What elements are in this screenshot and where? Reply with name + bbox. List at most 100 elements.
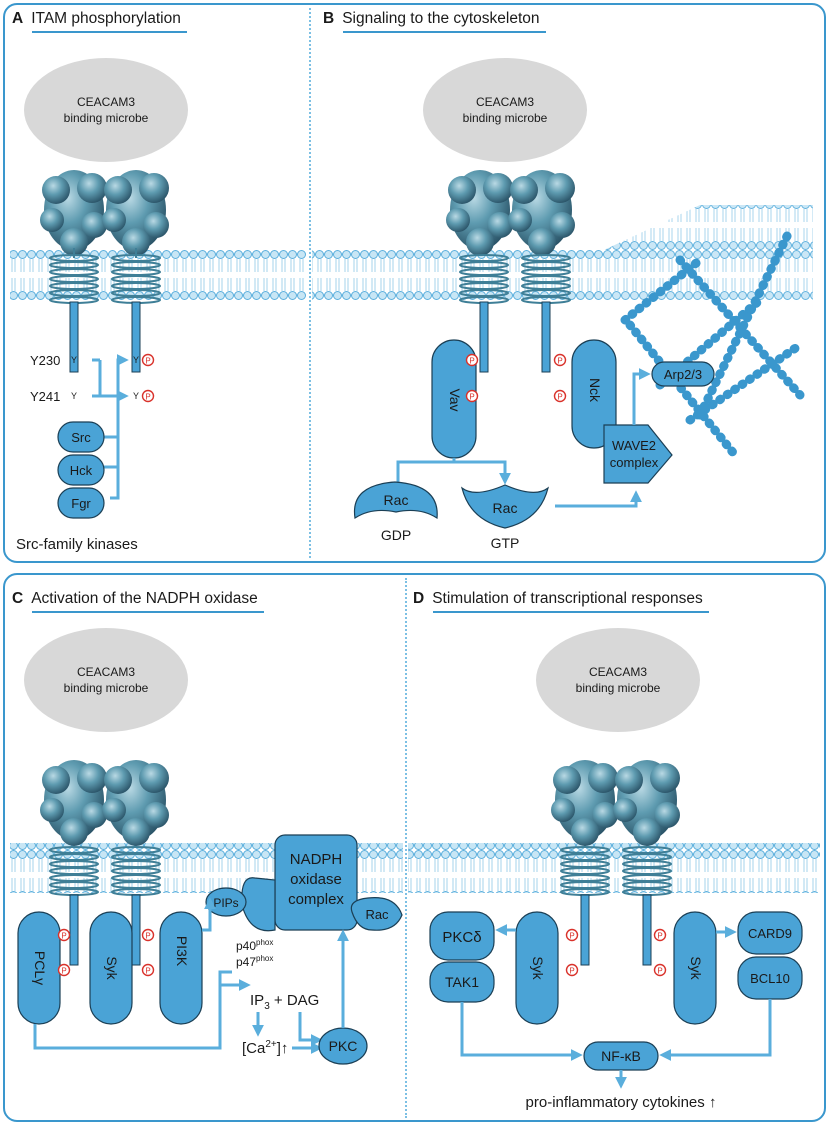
phospho-b-2-label: P [469, 393, 474, 402]
vav-rac-arrow [396, 460, 511, 485]
nfkb-label: NF-κB [601, 1048, 641, 1064]
wave2-label-2: complex [610, 455, 659, 470]
hck-kinase [57, 454, 105, 486]
wave2-complex [603, 424, 673, 484]
hck-label: Hck [70, 463, 93, 478]
fgr-kinase [57, 487, 105, 519]
phospho-b-1-label: P [469, 357, 474, 366]
itam-tail-c-1 [69, 894, 79, 966]
microbe-b-label-2: binding microbe [463, 111, 548, 125]
pkcd-label: PKCδ [442, 929, 481, 946]
gdp-label: GDP [381, 527, 411, 543]
phospho-a-1-label: P [145, 357, 150, 366]
microbe-c-label-1: CEACAM3 [77, 665, 135, 679]
calcium-label: [Ca2+]↑ [242, 1039, 288, 1057]
nck-protein [571, 339, 617, 449]
phospho-d-4-label: P [657, 967, 662, 976]
cytokines-label: pro-inflammatory cytokines ↑ [526, 1094, 717, 1111]
plcg-label: PCLγ [32, 951, 48, 985]
phospho-a-1 [141, 353, 155, 367]
panel-divider-bottom [405, 578, 407, 1118]
syk-c-protein [89, 911, 133, 1025]
card9-label: CARD9 [748, 926, 792, 941]
itam-tail-d-2 [642, 894, 652, 966]
rac-to-wave-arrow [555, 490, 642, 508]
arp23-label: Arp2/3 [664, 367, 702, 382]
panel-d: CEACAM3 binding microbe P P P P Syk Syk … [408, 628, 820, 1111]
plcg-arrow [33, 970, 232, 1050]
pkcd-protein [429, 911, 495, 961]
panel-d-heading: Stimulation of transcriptional responses [432, 590, 703, 607]
syk-d-right [673, 911, 717, 1025]
receptor-b-1 [446, 170, 513, 256]
ip3-dag-label: IP3 + DAG [250, 992, 319, 1012]
panel-a: CEACAM3 binding microbe Y Y Y Y P P Y230… [10, 58, 306, 553]
microbe-c [24, 628, 188, 732]
itam-tail-b-1 [479, 301, 489, 373]
src-family-label: Src-family kinases [16, 536, 138, 553]
microbe-d [536, 628, 700, 732]
receptor-c-2 [102, 760, 169, 846]
microbe-b [423, 58, 587, 162]
phospho-d-1-label: P [569, 932, 574, 941]
nadph-label-3: complex [288, 891, 344, 908]
syk-d-right-label: Syk [688, 956, 704, 980]
membrane-d [408, 843, 820, 893]
kinase-arrow-a [110, 354, 129, 500]
panel-a-letter: A [12, 10, 24, 27]
p47-label: p47phox [236, 954, 273, 969]
panel-c: CEACAM3 binding microbe PCLγ Syk PI3K P … [10, 628, 403, 1065]
rac-gtp-label: Rac [493, 500, 518, 516]
phospho-d-2-label: P [569, 967, 574, 976]
receptor-d-1 [551, 760, 618, 846]
bcl10-to-nfkb-arrow [659, 999, 772, 1061]
syk-d-left [515, 911, 559, 1025]
panel-d-letter: D [413, 590, 425, 607]
itam-tail-d-1 [580, 894, 590, 966]
phospho-a-2 [141, 389, 155, 403]
syk-c-label: Syk [104, 956, 120, 980]
rac-gdp [353, 481, 438, 520]
phospho-c-1-label: P [61, 932, 66, 941]
phospho-b-3-label: P [557, 357, 562, 366]
panel-b-heading: Signaling to the cytoskeleton [342, 10, 540, 27]
card9-protein [737, 911, 803, 955]
tak1-label: TAK1 [445, 974, 479, 990]
microbe-d-label-1: CEACAM3 [589, 665, 647, 679]
phospho-c-2-label: P [61, 967, 66, 976]
y230-label: Y230 [30, 353, 60, 368]
actin-network [620, 225, 805, 460]
phospho-d-3-label: P [657, 932, 662, 941]
src-label: Src [71, 430, 91, 445]
phospho-b-4-label: P [557, 393, 562, 402]
p40-p47-subunit [241, 877, 276, 932]
pi3k-to-pips-arrow [202, 897, 216, 932]
pi3k-protein [159, 911, 203, 1025]
syk-d-left-label: Syk [530, 956, 546, 980]
pips-label: PIPs [213, 896, 238, 910]
itam-tail-c-2 [131, 894, 141, 966]
p40-label: p40phox [236, 938, 273, 953]
tyr-a1-2: Y [71, 391, 77, 401]
receptor-a-2 [102, 170, 169, 256]
panel-b: CEACAM3 binding microbe Vav P P Nck P P [312, 58, 813, 551]
src-kinase [57, 421, 105, 453]
panel-c-letter: C [12, 590, 24, 607]
panel-c-heading: Activation of the NADPH oxidase [31, 590, 258, 607]
tak1-to-nfkb-arrow [460, 1002, 583, 1061]
fgr-label: Fgr [71, 496, 91, 511]
membrane-b-curve [604, 205, 813, 300]
rac-c [350, 897, 403, 931]
tyr-a2-1: Y [133, 355, 139, 365]
tyr-a1-1: Y [71, 355, 77, 365]
bcl10-label: BCL10 [750, 971, 790, 986]
phospho-c-3-label: P [145, 932, 150, 941]
receptor-d-2 [613, 760, 680, 846]
microbe-c-label-2: binding microbe [64, 681, 149, 695]
panel-c-title: C Activation of the NADPH oxidase [12, 590, 264, 613]
arp23-protein [651, 361, 715, 387]
gtp-label: GTP [491, 535, 520, 551]
nadph-label-2: oxidase [290, 871, 342, 888]
